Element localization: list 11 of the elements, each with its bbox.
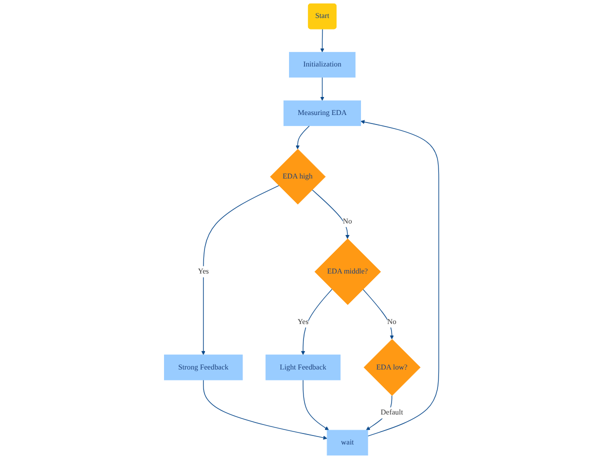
arrow <box>312 189 350 239</box>
arrow <box>360 120 440 436</box>
arrow <box>301 288 332 356</box>
arrow <box>362 288 394 340</box>
arrow <box>320 77 324 101</box>
arrow <box>366 395 392 430</box>
arrow <box>320 28 324 52</box>
arrow <box>296 125 310 150</box>
arrow <box>203 380 328 440</box>
arrow <box>302 380 329 430</box>
arrow <box>201 185 280 356</box>
